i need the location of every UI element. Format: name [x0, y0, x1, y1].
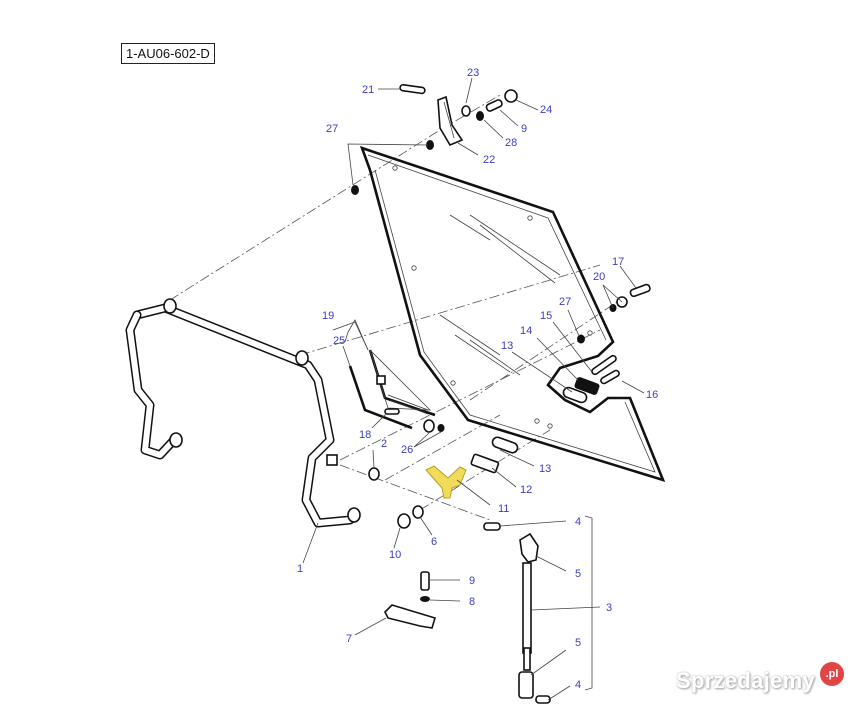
callout-26: 26	[401, 444, 413, 456]
callout-2: 2	[381, 438, 387, 450]
latch-part-11-highlighted	[425, 465, 467, 499]
callout-22: 22	[483, 154, 495, 166]
callout-28: 28	[505, 137, 517, 149]
callout-23: 23	[467, 67, 479, 79]
callout-13-upper: 13	[501, 340, 513, 352]
leader-lines	[302, 77, 645, 701]
right-hinge-assembly	[562, 283, 651, 404]
callout-15: 15	[540, 310, 552, 322]
callout-17: 17	[612, 256, 624, 268]
callout-13-lower: 13	[539, 463, 551, 475]
callout-labels: 21 23 24 9 28 22 27 17 20 27 15 14 13 16…	[297, 67, 658, 691]
callout-3: 3	[606, 602, 612, 614]
callout-27-right: 27	[559, 296, 571, 308]
weather-strip-assembly	[344, 319, 445, 481]
watermark-badge: .pl	[820, 662, 844, 686]
callout-5-top: 5	[575, 568, 581, 580]
callout-25: 25	[333, 335, 345, 347]
callout-24: 24	[540, 104, 552, 116]
callout-4-bottom: 4	[575, 679, 581, 691]
callout-19: 19	[322, 310, 334, 322]
callout-9-bottom: 9	[469, 575, 475, 587]
callout-7: 7	[346, 633, 352, 645]
callout-5-bottom: 5	[575, 637, 581, 649]
callout-1: 1	[297, 563, 303, 575]
callout-14: 14	[520, 325, 532, 337]
callout-6: 6	[431, 536, 437, 548]
glass-window-panel	[359, 145, 666, 483]
callout-4-top: 4	[575, 516, 581, 528]
callout-8: 8	[469, 596, 475, 608]
callout-9-top: 9	[521, 123, 527, 135]
top-hinge-assembly	[351, 83, 518, 195]
callout-20: 20	[593, 271, 605, 283]
callout-10: 10	[389, 549, 401, 561]
callout-16: 16	[646, 389, 658, 401]
callout-21: 21	[362, 84, 374, 96]
gas-strut-assembly	[384, 505, 551, 704]
callout-27-top: 27	[326, 123, 338, 135]
callout-18: 18	[359, 429, 371, 441]
callout-11: 11	[498, 503, 509, 515]
watermark-logo: Sprzedajemy	[676, 668, 816, 693]
handrail-part-1	[125, 298, 361, 528]
callout-12: 12	[520, 484, 532, 496]
diagram-reference-code: 1-AU06-602-D	[121, 43, 215, 64]
latch-assembly	[425, 436, 519, 499]
